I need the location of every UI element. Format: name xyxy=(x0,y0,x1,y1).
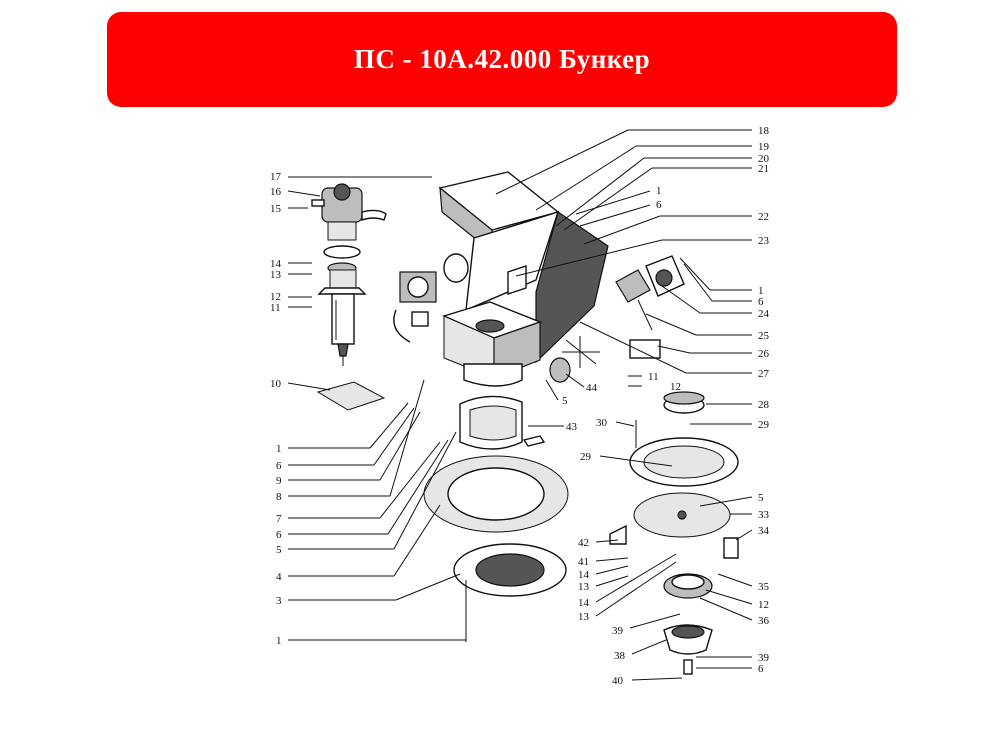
callout-6: 6 xyxy=(276,460,282,472)
callout-16: 16 xyxy=(270,186,282,198)
callout-14: 14 xyxy=(578,597,590,609)
callout-40: 40 xyxy=(612,675,624,687)
callout-39: 39 xyxy=(612,625,624,637)
callout-29: 29 xyxy=(758,419,770,431)
page-title: ПС - 10А.42.000 Бункер xyxy=(353,44,651,74)
callout-30: 30 xyxy=(596,417,608,429)
callout-33: 33 xyxy=(758,509,770,521)
right-column-parts xyxy=(609,391,739,675)
callout-29: 29 xyxy=(580,451,592,463)
callout-39: 39 xyxy=(758,652,770,664)
callout-27: 27 xyxy=(758,368,770,380)
callout-7: 7 xyxy=(276,513,282,525)
callout-10: 10 xyxy=(270,378,282,390)
callout-35: 35 xyxy=(758,581,770,593)
callout-12: 12 xyxy=(270,291,281,303)
callout-44: 44 xyxy=(586,382,598,394)
callout-18: 18 xyxy=(758,125,770,137)
callout-6: 6 xyxy=(758,663,764,675)
callout-25: 25 xyxy=(758,330,770,342)
callout-13: 13 xyxy=(578,581,590,593)
callout-1: 1 xyxy=(276,635,282,647)
impeller-44 xyxy=(549,336,600,383)
callout-43: 43 xyxy=(566,421,578,433)
side-flange-parts xyxy=(393,253,469,343)
hopper-body xyxy=(438,171,609,387)
callout-13: 13 xyxy=(270,269,282,281)
title-banner: ПС - 10А.42.000 Бункер xyxy=(107,12,897,107)
callout-21: 21 xyxy=(758,163,769,175)
callout-20: 20 xyxy=(758,153,770,165)
callout-15: 15 xyxy=(270,203,282,215)
callout-14: 14 xyxy=(578,569,590,581)
callout-5: 5 xyxy=(562,395,568,407)
callout-34: 34 xyxy=(758,525,770,537)
callout-42: 42 xyxy=(578,537,589,549)
callout-17: 17 xyxy=(270,171,282,183)
callout-41: 41 xyxy=(578,556,589,568)
callout-24: 24 xyxy=(758,308,770,320)
callout-13: 13 xyxy=(578,611,590,623)
callout-11: 11 xyxy=(270,302,281,314)
callout-23: 23 xyxy=(758,235,770,247)
callout-36: 36 xyxy=(758,615,770,627)
callout-5: 5 xyxy=(758,492,764,504)
callout-4: 4 xyxy=(276,571,282,583)
lower-parts xyxy=(423,395,569,642)
right-flange-parts xyxy=(615,255,685,359)
callout-6: 6 xyxy=(656,199,662,211)
callout-28: 28 xyxy=(758,399,770,411)
part-number-callouts: 17 16 15 14 13 12 11 10 1 6 9 8 7 6 5 4 … xyxy=(270,125,770,687)
callout-5: 5 xyxy=(276,544,282,556)
callout-1: 1 xyxy=(758,285,764,297)
callout-22: 22 xyxy=(758,211,769,223)
callout-9: 9 xyxy=(276,475,282,487)
gasket-10 xyxy=(316,381,386,411)
callout-6: 6 xyxy=(276,529,282,541)
callout-8: 8 xyxy=(276,491,282,503)
callout-12: 12 xyxy=(758,599,769,611)
callout-38: 38 xyxy=(614,650,626,662)
leader-lines xyxy=(287,129,753,681)
callout-3: 3 xyxy=(276,595,282,607)
callout-26: 26 xyxy=(758,348,770,360)
part-drawings xyxy=(311,171,739,675)
callout-12: 12 xyxy=(670,381,681,393)
callout-11: 11 xyxy=(648,371,659,383)
callout-1: 1 xyxy=(276,443,282,455)
callout-19: 19 xyxy=(758,141,770,153)
callout-1: 1 xyxy=(656,185,662,197)
callout-6: 6 xyxy=(758,296,764,308)
motor-pump-assembly xyxy=(311,183,387,366)
callout-14: 14 xyxy=(270,258,282,270)
